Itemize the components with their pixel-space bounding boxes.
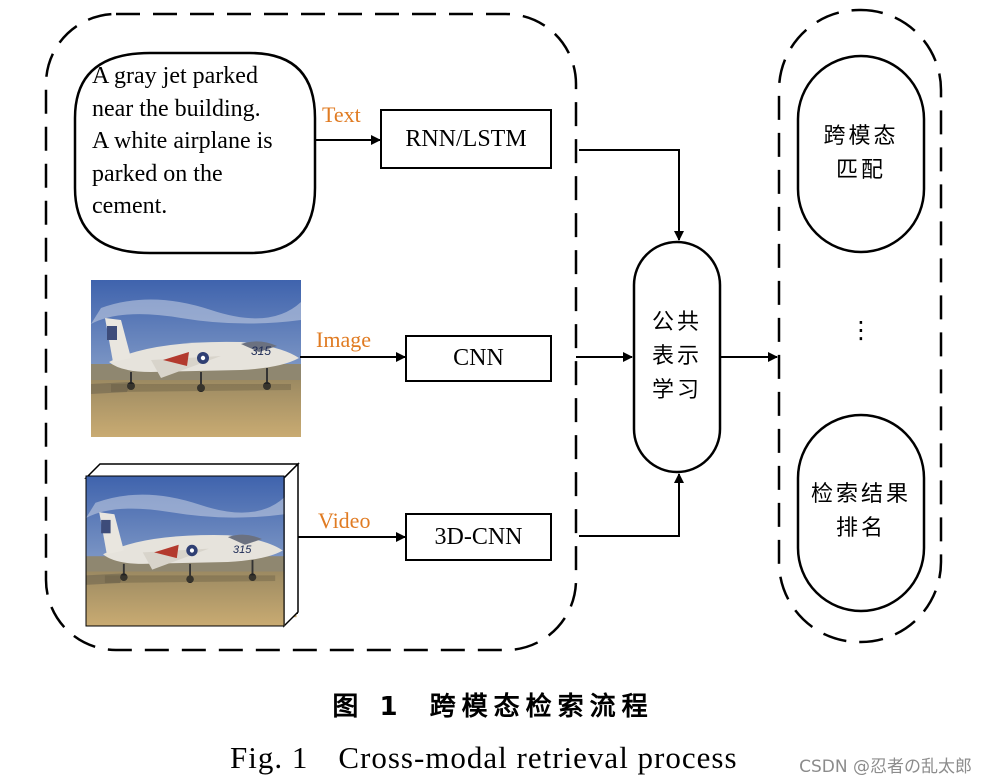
figure-caption-chinese: 图 1 跨模态检索流程: [0, 686, 986, 723]
shared-representation-line: 公共: [651, 310, 702, 335]
shared-representation-line: 表示: [651, 344, 702, 369]
3d-cnn-box: [405, 513, 552, 561]
rnn-lstm-box: [380, 109, 552, 169]
figure-caption-english: Fig. 1 Cross-modal retrieval process: [230, 740, 738, 776]
cross-modal-matching-pill: [796, 54, 926, 254]
input-text-line: A white airplane is: [92, 128, 273, 154]
figure-number-chinese: 图 1: [332, 692, 404, 722]
video-frame-stack: [84, 462, 300, 628]
rnn-lstm-label: RNN/LSTM: [405, 125, 527, 152]
3d-cnn-label: 3D-CNN: [434, 523, 523, 550]
video-modality-label: Video: [318, 508, 371, 533]
input-text-line: parked on the: [92, 160, 223, 187]
rnn-to-shared-arrow: [579, 149, 684, 241]
shared-representation-label: 公共 表示 学习: [634, 306, 720, 408]
retrieval-ranking-line: 检索结果: [810, 482, 911, 507]
shared-representation-line: 学习: [651, 378, 702, 403]
retrieval-ranking-line: 排名: [835, 516, 886, 541]
input-text-line: cement.: [92, 193, 168, 219]
cnn-label: CNN: [453, 345, 504, 371]
figure-title-english: Cross-modal retrieval process: [338, 740, 738, 775]
input-text-caption: A gray jet parked near the building. A w…: [92, 60, 312, 223]
retrieval-ranking-label: 检索结果 排名: [798, 478, 924, 546]
input-text-line: A gray jet parked: [92, 63, 258, 89]
csdn-watermark: CSDN @忍者の乱太郎: [799, 757, 972, 777]
image-modality-label: Image: [316, 327, 371, 352]
aircraft-tail-number: 315: [233, 544, 252, 556]
input-text-line: near the building.: [92, 95, 261, 122]
ellipsis-vertical: ⋮: [849, 316, 873, 344]
aircraft-tail-number: 315: [251, 344, 272, 358]
input-modalities-container: [44, 12, 578, 652]
cross-modal-matching-line: 匹配: [835, 158, 886, 183]
retrieval-ranking-pill: [796, 413, 926, 613]
output-container: [777, 8, 943, 644]
image-thumbnail: [90, 279, 302, 438]
figure-number-english: Fig. 1: [230, 740, 309, 775]
text-modality-label: Text: [322, 102, 361, 127]
cross-modal-matching-label: 跨模态 匹配: [798, 120, 924, 188]
3dcnn-to-shared-arrow: [579, 473, 684, 537]
cross-modal-matching-line: 跨模态: [823, 124, 899, 149]
text-input-bubble: [73, 51, 317, 255]
figure-title-chinese: 跨模态检索流程: [429, 692, 654, 722]
cnn-box: [405, 335, 552, 382]
